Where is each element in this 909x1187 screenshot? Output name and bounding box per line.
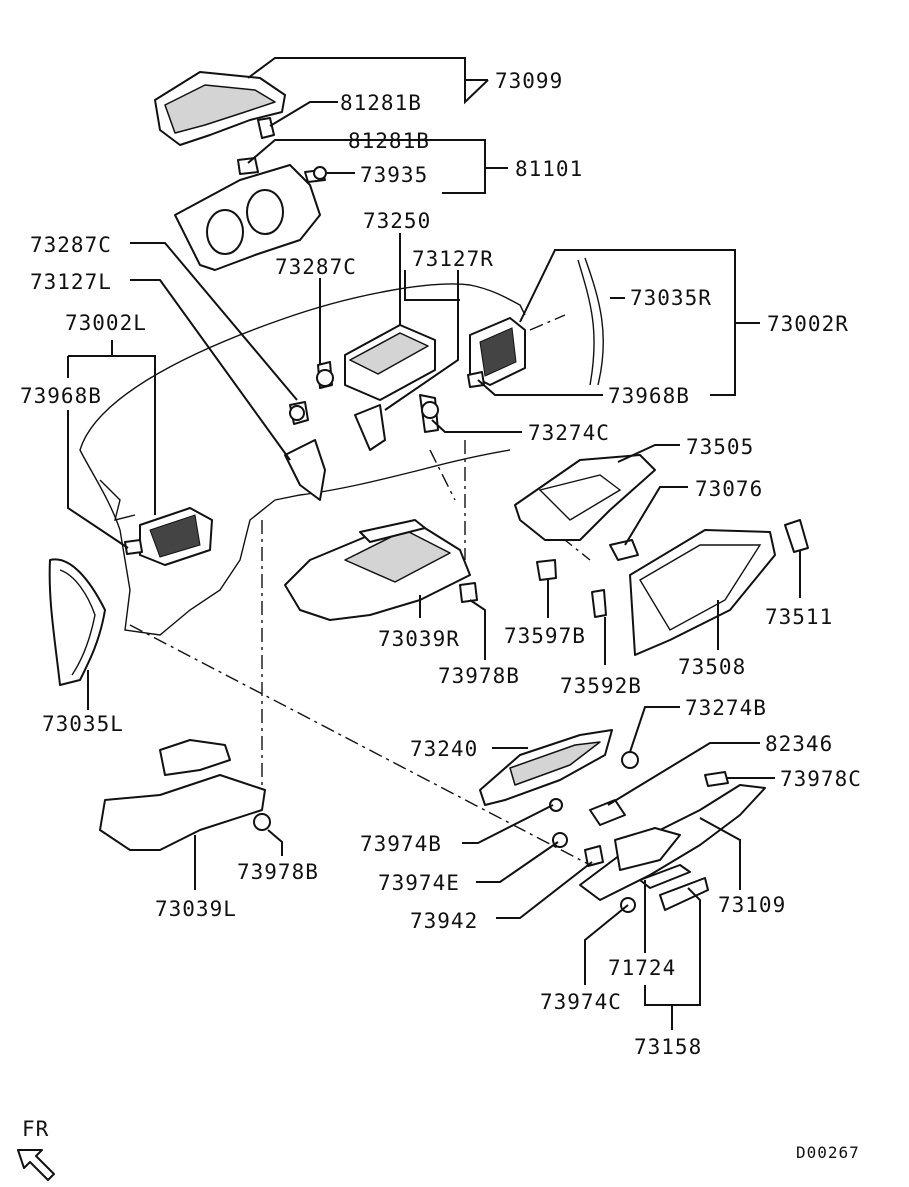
part-label-73968b-right: 73968B bbox=[608, 384, 690, 408]
part-label-81101: 81101 bbox=[515, 157, 583, 181]
part-label-73002r: 73002R bbox=[767, 312, 849, 336]
part-label-81281b-hood: 81281B bbox=[340, 91, 422, 115]
part-label-73127r: 73127R bbox=[412, 247, 494, 271]
instrument-panel-outline bbox=[79, 283, 526, 636]
part-label-73978b-left: 73978B bbox=[237, 860, 319, 884]
side-register-right-part bbox=[469, 257, 604, 386]
side-register-left-part bbox=[139, 507, 213, 566]
part-label-73076: 73076 bbox=[695, 477, 763, 501]
fasteners bbox=[124, 166, 809, 618]
diagram-id-label: D00267 bbox=[796, 1143, 860, 1162]
part-label-73978b-right: 73978B bbox=[438, 664, 520, 688]
part-label-73039l: 73039L bbox=[155, 897, 237, 921]
part-label-73508: 73508 bbox=[678, 655, 746, 679]
leader-lines bbox=[67, 57, 801, 1030]
part-label-73158: 73158 bbox=[634, 1035, 702, 1059]
front-direction-label: FR bbox=[22, 1117, 49, 1141]
part-label-73978c: 73978C bbox=[780, 767, 862, 791]
part-label-73035r: 73035R bbox=[630, 286, 712, 310]
part-label-73935: 73935 bbox=[360, 163, 428, 187]
part-label-73274b: 73274B bbox=[685, 696, 767, 720]
part-label-73511: 73511 bbox=[765, 605, 833, 629]
part-label-73002l: 73002L bbox=[65, 311, 147, 335]
part-label-73039r: 73039R bbox=[378, 627, 460, 651]
part-label-73240: 73240 bbox=[410, 737, 478, 761]
part-label-71724: 71724 bbox=[608, 956, 676, 980]
part-label-73597b: 73597B bbox=[504, 624, 586, 648]
part-label-82346: 82346 bbox=[765, 732, 833, 756]
part-label-81281b-bezel: 81281B bbox=[348, 129, 430, 153]
part-label-73287c-left: 73287C bbox=[30, 233, 112, 257]
part-label-73127l: 73127L bbox=[30, 270, 112, 294]
part-label-73974c: 73974C bbox=[540, 990, 622, 1014]
part-label-73109: 73109 bbox=[718, 893, 786, 917]
meter-hood-part bbox=[154, 71, 286, 146]
part-label-73035l: 73035L bbox=[42, 712, 124, 736]
part-label-73274c: 73274C bbox=[528, 421, 610, 445]
glove-box-part bbox=[629, 529, 776, 656]
front-direction-arrow-icon bbox=[17, 1149, 55, 1181]
side-cover-left-part bbox=[48, 558, 106, 686]
center-switch-panel-part bbox=[479, 729, 639, 867]
part-label-73968b-left: 73968B bbox=[20, 384, 102, 408]
part-label-73099: 73099 bbox=[495, 69, 563, 93]
glove-box-frame-part bbox=[514, 454, 656, 541]
part-label-73974e: 73974E bbox=[378, 871, 460, 895]
part-label-73942: 73942 bbox=[410, 909, 478, 933]
meter-bezel-part bbox=[174, 157, 326, 271]
part-label-73974b: 73974B bbox=[360, 832, 442, 856]
part-labels: 73099 81281B 81281B 81101 73935 73250 73… bbox=[20, 69, 862, 1162]
lower-cover-right-part bbox=[284, 519, 471, 621]
part-label-73287c-center: 73287C bbox=[275, 255, 357, 279]
part-label-73592b: 73592B bbox=[560, 674, 642, 698]
part-label-73505: 73505 bbox=[686, 435, 754, 459]
lower-cover-left-part bbox=[99, 739, 271, 851]
part-label-73250: 73250 bbox=[363, 209, 431, 233]
lower-panel-right-part bbox=[579, 771, 766, 913]
